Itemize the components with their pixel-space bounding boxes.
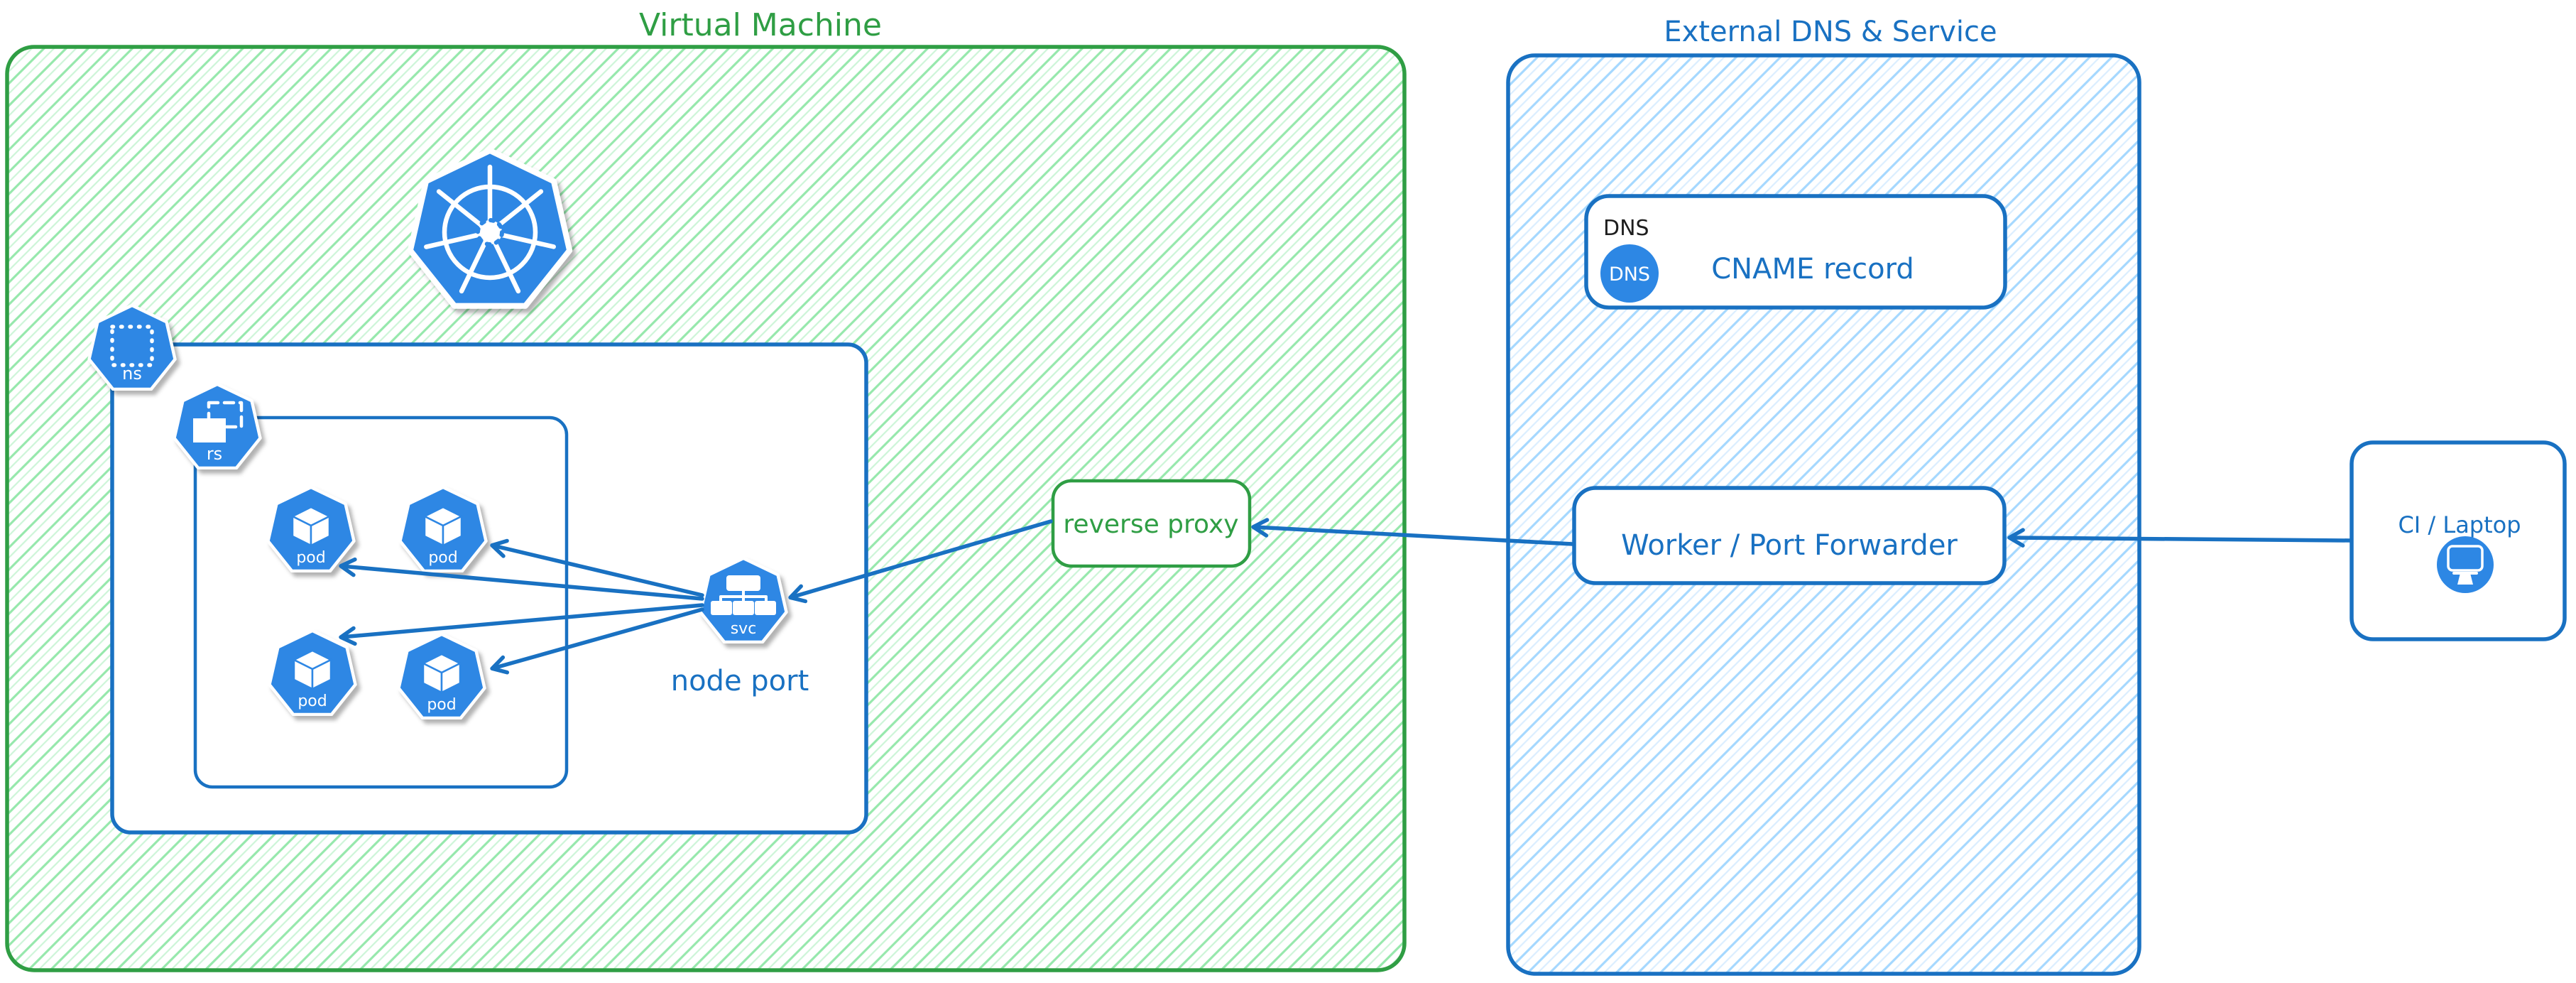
replicaset-icon: rs [175, 384, 261, 468]
dns-icon: DNS [1600, 244, 1659, 303]
monitor-icon [2437, 536, 2494, 593]
pod-icon: pod [399, 634, 485, 718]
arrow-service-to-pod-1 [339, 557, 704, 601]
external-title: External DNS & Service [1664, 16, 1997, 48]
replicaset-box [193, 416, 569, 789]
pod-badge-label: pod [428, 549, 457, 567]
arrow-ci-to-worker [2007, 528, 2352, 548]
replicaset-badge-label: rs [207, 444, 222, 464]
worker-label: Worker / Port Forwarder [1621, 529, 1958, 562]
arrow-worker-to-reverse-proxy [1251, 518, 1575, 546]
ci-laptop-card: CI / Laptop [2349, 440, 2567, 641]
pod-badge-label: pod [427, 696, 456, 714]
pod-badge-label: pod [298, 693, 327, 710]
pod-icon: pod [268, 487, 354, 571]
arrows [339, 518, 2352, 675]
dns-icon-label: DNS [1609, 264, 1650, 286]
dns-tag: DNS [1603, 216, 1649, 241]
arrow-service-to-pod-4 [490, 607, 704, 675]
node-port-label: node port [671, 665, 809, 697]
external-dns-region: External DNS & Service DNS DNS CNAME rec… [1506, 16, 2141, 976]
pod-icon: pod [400, 487, 486, 571]
namespace-icon: ns [89, 305, 175, 389]
ci-laptop-label: CI / Laptop [2398, 511, 2521, 538]
arrow-reverse-proxy-to-service [788, 519, 1053, 604]
kubernetes-logo-icon [410, 151, 569, 306]
service-badge-label: svc [731, 620, 757, 638]
dns-card [1584, 194, 2007, 310]
arrow-service-to-pod-2 [490, 538, 704, 597]
arrow-service-to-pod-3 [339, 603, 704, 646]
virtual-machine-region: Virtual Machine [5, 7, 1407, 972]
cname-record-label: CNAME record [1711, 253, 1914, 286]
worker-card [1572, 486, 2007, 585]
pod-icon: pod [270, 631, 356, 715]
service-icon: svc [701, 558, 787, 642]
reverse-proxy-label: reverse proxy [1063, 510, 1238, 539]
pod-badge-label: pod [296, 549, 325, 567]
namespace-badge-label: ns [122, 364, 142, 384]
reverse-proxy-box [1051, 479, 1252, 568]
virtual-machine-title: Virtual Machine [639, 7, 882, 43]
